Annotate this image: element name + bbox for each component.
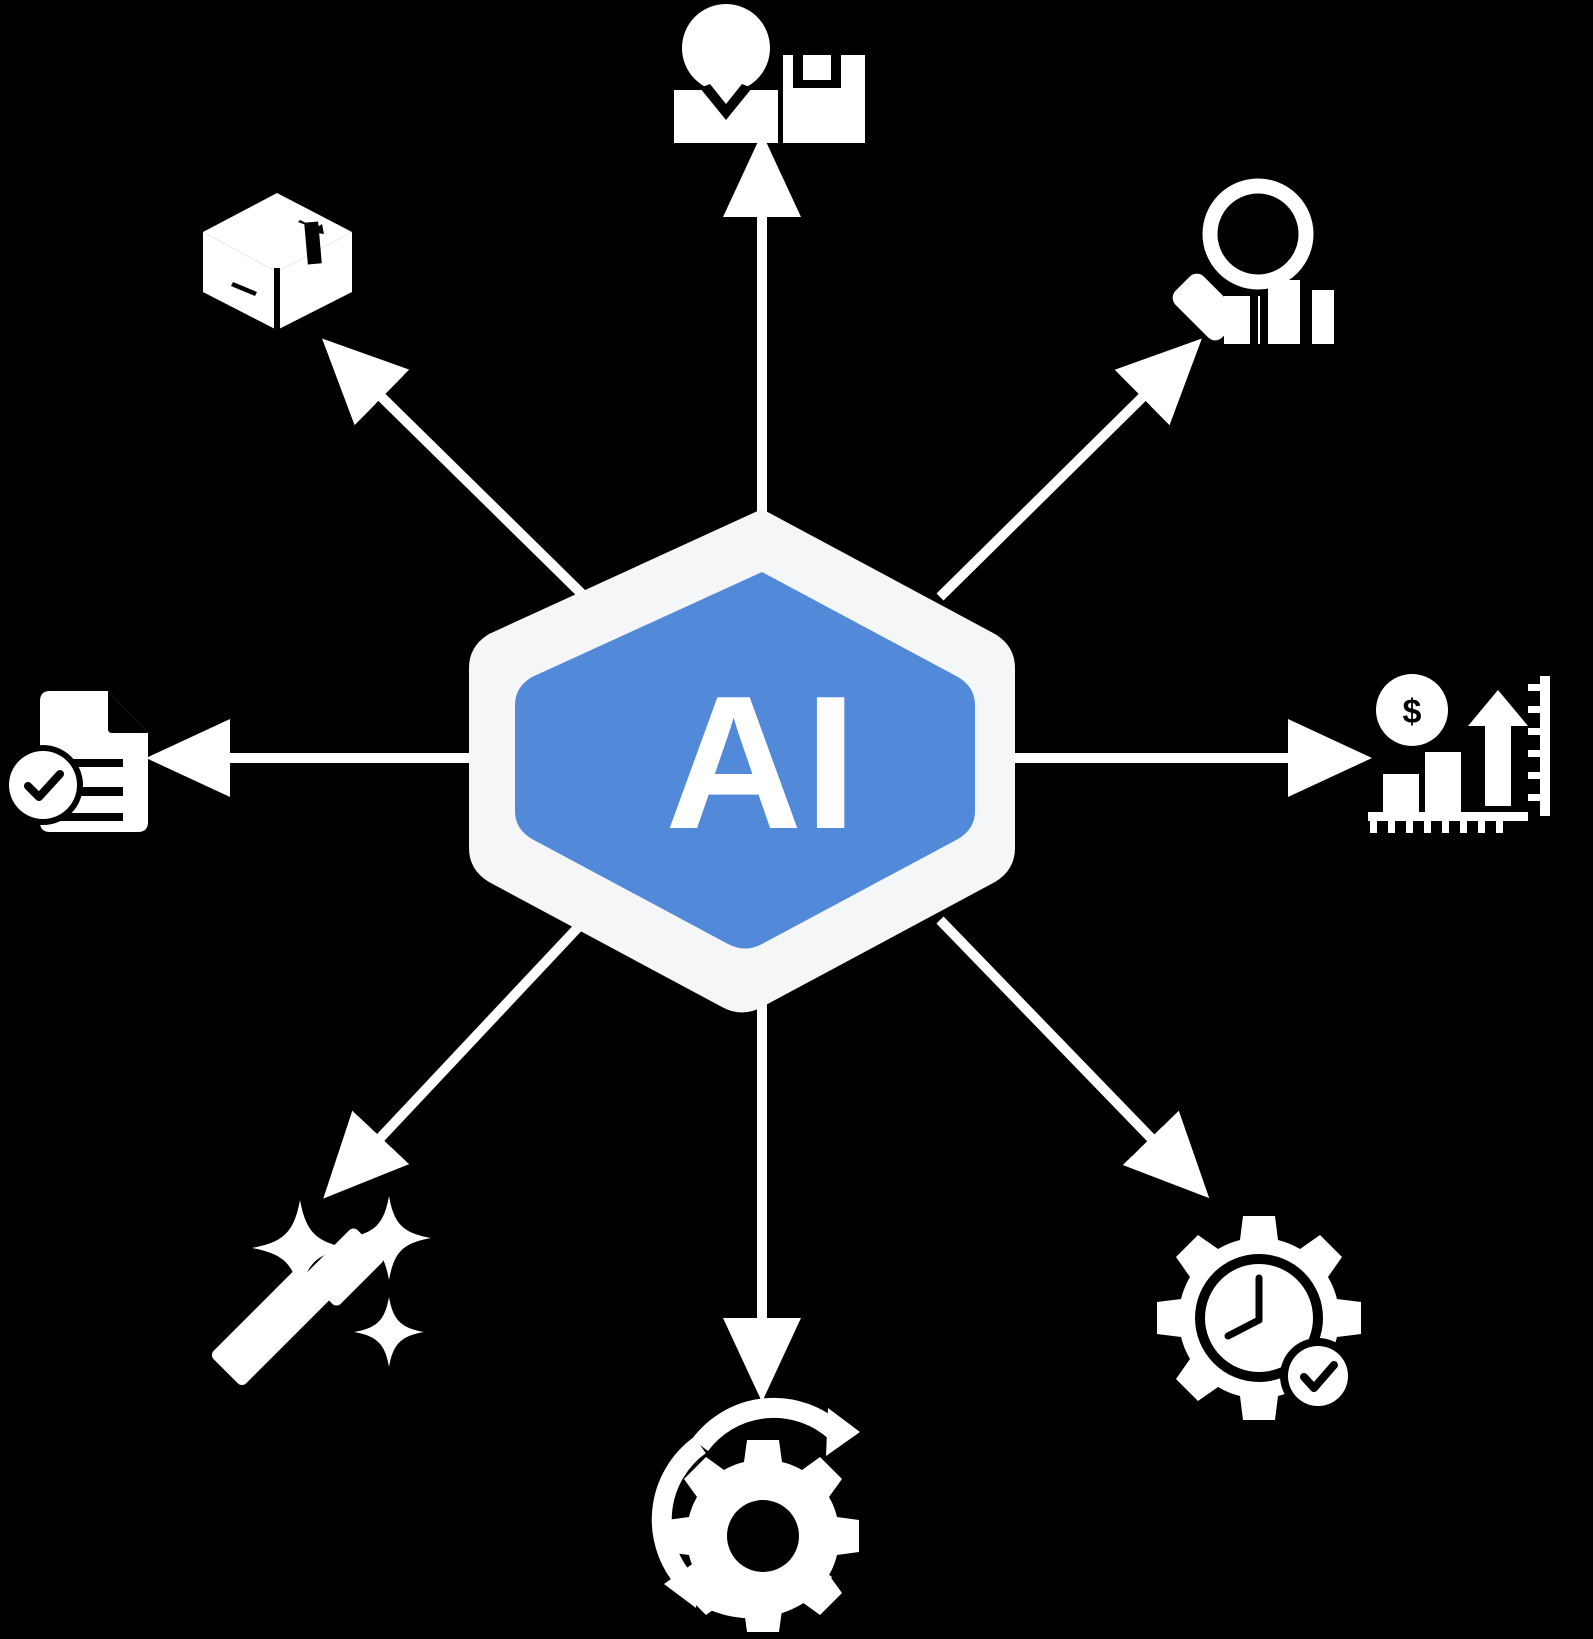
spoke-arrows (145, 132, 1373, 1403)
arrow-top-left (322, 338, 589, 601)
gear-clock-check-icon[interactable] (1157, 1216, 1361, 1420)
hub-label: AI (665, 657, 859, 869)
magnifier-trend-chart-icon[interactable] (1169, 178, 1334, 344)
arrow-bottom-left (323, 916, 589, 1199)
arrow-bottom-right (936, 916, 1210, 1199)
svg-text:$: $ (1403, 693, 1422, 731)
hub-hexagon (515, 572, 975, 949)
person-with-package-icon[interactable] (674, 4, 865, 143)
ai-hub[interactable]: AI (469, 509, 1015, 1013)
arrow-top-right (936, 338, 1202, 601)
revenue-growth-chart-icon[interactable]: $ (1368, 674, 1550, 833)
document-check-icon[interactable] (3, 691, 148, 832)
package-box-icon[interactable] (203, 193, 352, 338)
gear-refresh-icon[interactable] (651, 1397, 860, 1632)
magic-wand-sparkles-icon[interactable] (209, 1196, 431, 1388)
